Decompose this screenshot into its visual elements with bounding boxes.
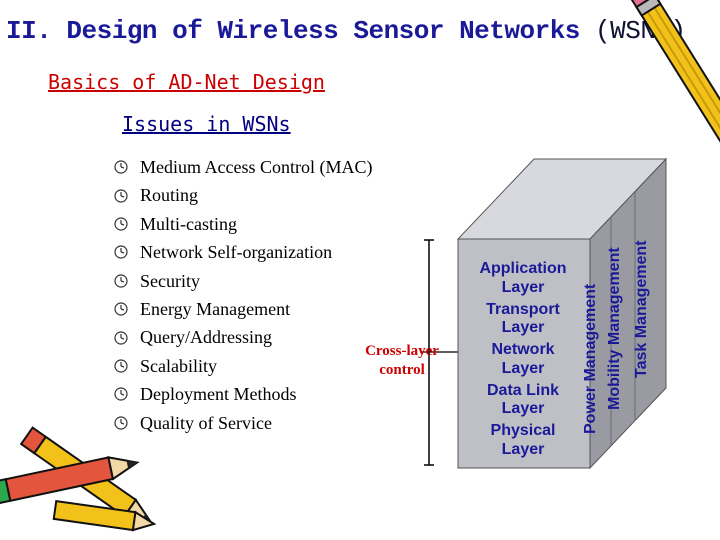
issue-label: Scalability [140, 355, 217, 376]
clock-bullet-icon [114, 160, 128, 174]
layer-name: Network [491, 341, 555, 358]
clock-bullet-icon [114, 245, 128, 259]
title-main: II. Design of Wireless Sensor Networks [6, 16, 580, 46]
layer-word: Layer [501, 440, 545, 458]
clock-bullet-icon [114, 330, 128, 345]
layer-name: Physical [490, 422, 556, 439]
issue-item: Multi-casting [114, 210, 372, 238]
power-management-plane: Power Management [582, 283, 599, 434]
slide-subtitle: Basics of AD-Net Design [48, 70, 325, 94]
clock-bullet-icon [114, 416, 128, 430]
cross-layer-line-1: Cross-layer [365, 343, 439, 359]
issue-label: Medium Access Control (MAC) [140, 157, 373, 177]
clock-bullet-icon [114, 217, 128, 231]
layer-word: Layer [501, 359, 545, 377]
issue-item: Scalability [114, 352, 372, 380]
issue-item: Quality of Service [114, 409, 372, 437]
issue-item: Routing [114, 181, 372, 209]
layer-name: Data Link [486, 381, 559, 399]
layer-word: Layer [501, 278, 545, 296]
issue-label: Multi-casting [140, 213, 237, 234]
section-heading: Issues in WSNs [122, 112, 291, 136]
clock-bullet-icon [114, 302, 128, 316]
issue-label: Deployment Methods [140, 384, 297, 405]
clock-bullet-icon [114, 387, 128, 401]
issue-item: Deployment Methods [114, 380, 372, 408]
layer-word: Layer [501, 400, 545, 417]
issue-item: Network Self-organization [114, 238, 372, 266]
clock-bullet-icon [114, 188, 128, 203]
stack-front-face [457, 238, 591, 469]
layer-name: Transport [486, 300, 560, 318]
cross-layer-label: Cross-layer control [346, 342, 458, 380]
task-management-plane: Task Management [633, 240, 650, 378]
issue-label: Network Self-organization [140, 242, 333, 263]
issue-label: Query/Addressing [140, 327, 272, 348]
layer-name: Application [479, 260, 567, 277]
issue-item: Security [114, 267, 372, 295]
clock-bullet-icon [114, 274, 128, 288]
issue-label: Security [140, 270, 200, 291]
issue-label: Routing [140, 185, 199, 206]
issue-item: Medium Access Control (MAC) [114, 153, 372, 181]
issue-item: Query/Addressing [114, 323, 372, 351]
cross-layer-line-2: control [379, 362, 425, 378]
issue-label: Quality of Service [140, 412, 272, 433]
mobility-management-plane: Mobility Management [606, 247, 623, 410]
issue-item: Energy Management [114, 295, 372, 323]
clock-bullet-icon [114, 359, 128, 373]
layer-word: Layer [501, 319, 545, 336]
issue-label: Energy Management [140, 298, 291, 319]
